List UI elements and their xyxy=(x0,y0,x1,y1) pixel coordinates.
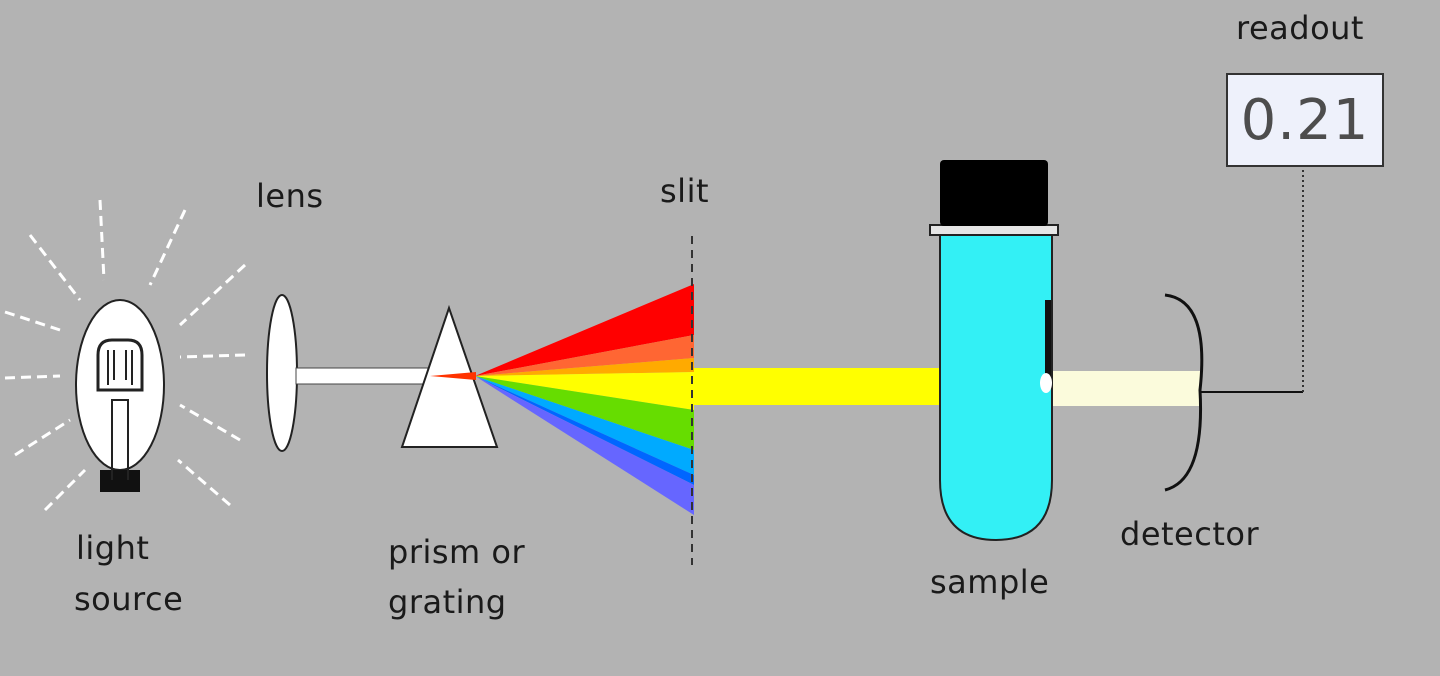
transmitted-beam xyxy=(1048,371,1200,406)
monochromatic-beam xyxy=(694,368,946,405)
label-readout: readout xyxy=(1236,9,1364,47)
light-bulb-icon xyxy=(75,299,165,492)
readout-value: 0.21 xyxy=(1240,87,1370,153)
label-slit: slit xyxy=(660,172,709,210)
label-sample: sample xyxy=(930,563,1050,601)
white-light-beam xyxy=(295,367,437,385)
lens-icon xyxy=(266,294,298,452)
label-light-source-line1: light xyxy=(76,529,150,567)
label-prism-line2: grating xyxy=(388,583,507,621)
detector-icon xyxy=(1164,293,1204,492)
label-prism-line1: prism or xyxy=(388,533,526,571)
label-detector: detector xyxy=(1120,515,1260,553)
label-lens: lens xyxy=(256,177,324,215)
light-rays xyxy=(4,199,247,512)
prism-rainbow-entry xyxy=(430,372,476,380)
spectrum-fan xyxy=(475,284,694,515)
label-light-source-line2: source xyxy=(74,580,184,618)
sample-tube-icon xyxy=(929,160,1059,542)
readout-display: 0.21 xyxy=(1226,73,1384,167)
